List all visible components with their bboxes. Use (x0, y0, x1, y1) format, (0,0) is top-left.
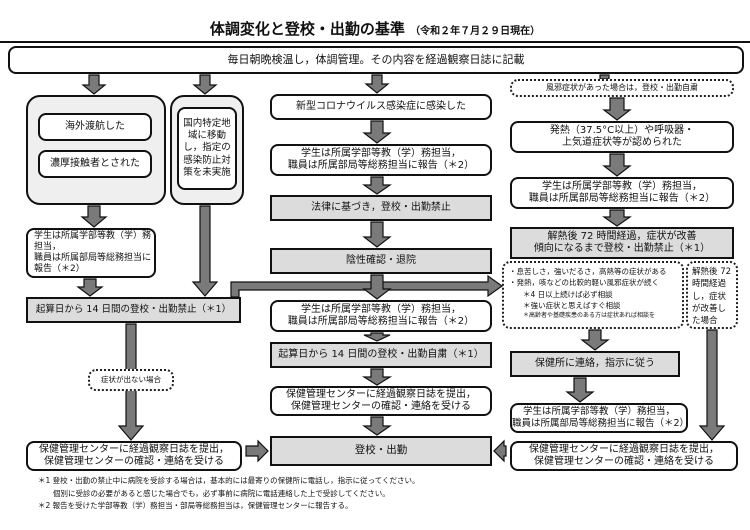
left-report-box: 学生は所属学部等教（学）務担当， 職員は所属部局等総務担当に報告（＊2） (26, 228, 156, 278)
attend-box: 登校・出勤 (270, 436, 492, 466)
domestic-area-box: 国内特定地域に移動し，指定の感染防止対策を未実施 (177, 107, 237, 190)
footnote-1-continued: 個別に受診の必要があると感じた場合でも，必ず事前に病院に電話連絡した上で受診して… (53, 489, 390, 498)
arrow-ban-to-consult (230, 274, 504, 298)
consult-list-box: ・息苦しさ，強いだるさ，高熱等の症状がある ・発熱，咳などの比較的軽い風邪症状が… (502, 261, 684, 329)
right-health-center-box: 保健管理センターに経過観察日誌を提出， 保健管理センターの確認・連絡を受ける (510, 441, 738, 471)
center-report-2-box: 学生は所属学部等教（学）務担当， 職員は所属部局等総務担当に報告（＊2） (270, 300, 492, 332)
arrow-improved-to-health-center (698, 329, 726, 441)
infected-box: 新型コロナウイルス感染症に感染した (270, 94, 492, 120)
footnote-1: ＊1 登校・出勤の禁止中に病院を受診する場合は，基本的には最寄りの保健所に電話し… (38, 476, 420, 485)
improved-box: 解熱後 72 時間経過し，症状が改善した場合 (686, 261, 738, 329)
daily-check-box: 毎日朝晩検温し，体調管理。その内容を経過観察日誌に記載 (8, 46, 744, 74)
legal-ban-box: 法律に基づき，登校・出勤禁止 (270, 195, 492, 221)
arrow-negative-to-report (362, 274, 392, 300)
arrow-legal-ban-to-negative (362, 221, 392, 248)
right-report-2-box: 学生は所属学部等教（学）務担当， 職員は所属部局等総務担当に報告（＊2） (510, 403, 689, 433)
contact-health-office-box: 保健所に連絡，指示に従う (510, 351, 680, 377)
arrow-top-to-overseas (81, 74, 107, 95)
consult-item: ・発熱，咳などの比較的軽い風邪症状が続く (509, 278, 659, 288)
right-report-1-box: 学生は所属学部等教（学）務担当， 職員は所属部局等総務担当に報告（＊2） (510, 177, 734, 209)
consult-item: ＊高齢者や基礎疾患のある方は症状あれば相談を (523, 312, 656, 319)
center-report-1-box: 学生は所属学部等教（学）務担当， 職員は所属部局等総務担当に報告（＊2） (270, 144, 492, 176)
arrow-top-to-infected (364, 74, 390, 94)
arrow-fever-to-report (602, 153, 632, 177)
arrow-infected-to-report (362, 120, 392, 144)
center-health-center-box: 保健管理センターに経過観察日誌を提出， 保健管理センターの確認・連絡を受ける (270, 386, 492, 416)
self-restraint-14-box: 起算日から 14 日間の登校・出勤自粛（＊1） (270, 342, 492, 368)
title-rule (0, 41, 750, 43)
arrow-domestic-to-ban (191, 205, 219, 297)
title-text: 体調変化と登校・出勤の基準 (209, 20, 405, 38)
arrow-consult-to-health-office (580, 329, 610, 351)
date-note: （令和２年７月２９日現在） (410, 26, 541, 37)
arrow-report-to-legal-ban (362, 176, 392, 195)
cold-symptoms-box: 風邪症状があった場合は，登校・出勤自粛 (510, 79, 734, 97)
no-symptoms-label: 症状が出ない場合 (88, 369, 174, 391)
consult-item: ＊強い症状と思えばすぐ相談 (523, 300, 621, 310)
arrow-health-office-to-report (565, 377, 595, 403)
arrow-health-to-attend (362, 416, 392, 436)
arrow-group-to-report (80, 205, 108, 228)
arrow-report-to-ban (76, 278, 104, 297)
close-contact-box: 濃厚接触者とされた (38, 150, 152, 178)
fever-box: 発熱（37.5°C以上）や呼吸器・ 上気道症状等が認められた (510, 121, 734, 153)
ban-72h-box: 解熱後 72 時間経過，症状が改善 傾向になるまで登校・出勤禁止（＊1） (510, 227, 734, 259)
consult-item: ＊4 日以上続けば必ず相談 (523, 289, 613, 299)
arrow-top-to-domestic (192, 74, 218, 95)
left-ban-14-days-box: 起算日から 14 日間の登校・出勤禁止（＊1） (26, 297, 241, 323)
footnote-2: ＊2 報告を受けた学部等教（学）務担当・部局等総務担当は，保健管理センターに報告… (38, 501, 353, 510)
arrow-self-restraint-to-health (361, 368, 393, 386)
arrow-right-to-attend (493, 439, 507, 463)
negative-discharge-box: 陰性確認・退院 (270, 248, 492, 274)
arrow-report-to-ban-72h (602, 209, 632, 227)
overseas-box: 海外渡航した (38, 113, 152, 141)
left-health-center-box: 保健管理センターに経過観察日誌を提出， 保健管理センターの確認・連絡を受ける (26, 441, 242, 471)
arrow-cold-to-fever (602, 97, 632, 121)
arrow-report-to-self-restraint (363, 332, 391, 342)
consult-item: ・息苦しさ，強いだるさ，高熱等の症状がある (509, 267, 667, 276)
arrow-left-to-attend (245, 439, 269, 463)
page-title: 体調変化と登校・出勤の基準 （令和２年７月２９日現在） (0, 18, 750, 39)
